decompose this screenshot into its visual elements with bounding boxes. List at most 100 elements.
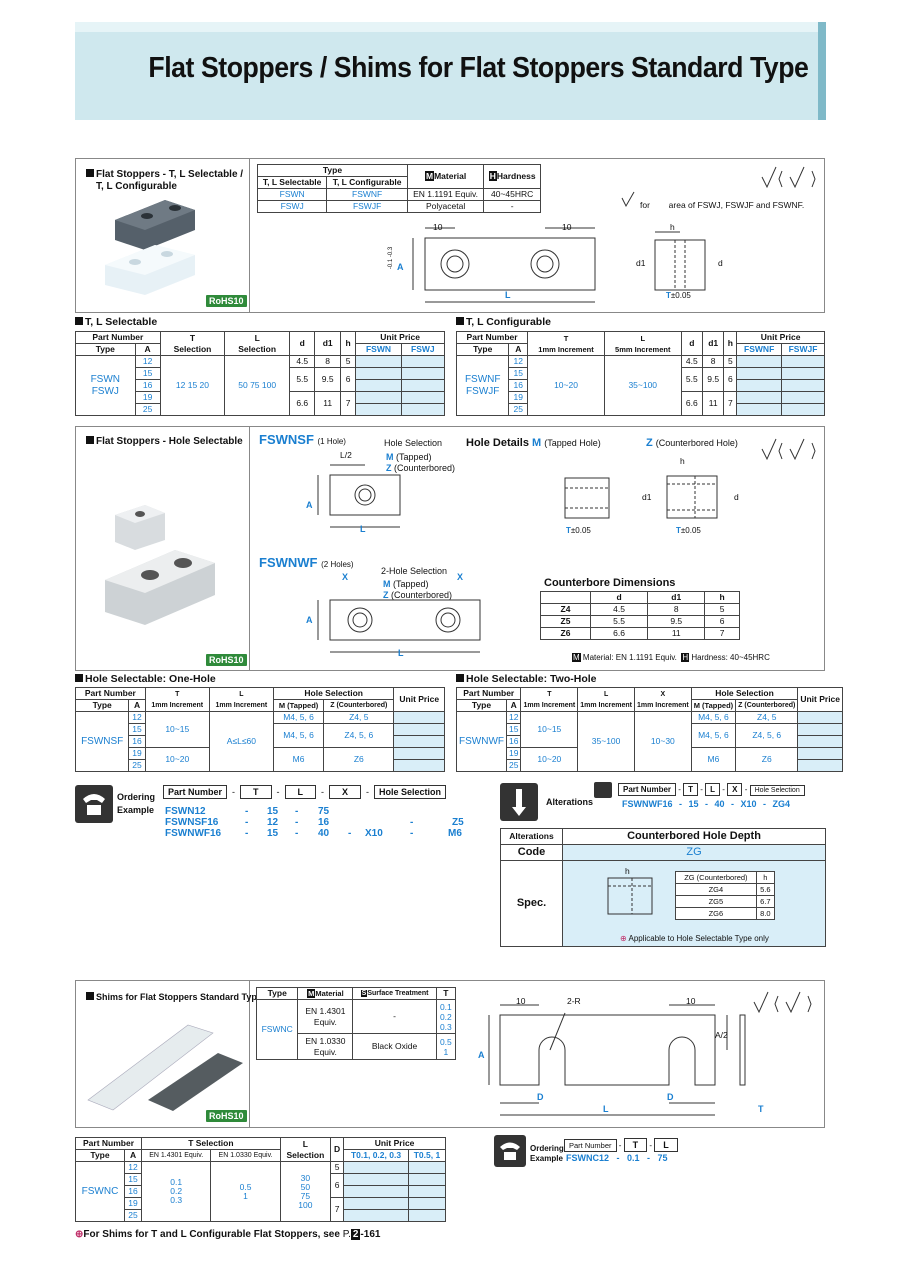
hole-details-z: Z (Counterbored Hole) — [646, 437, 738, 449]
dim-A-fswnwf: A — [306, 615, 313, 625]
ordering-label-2: Example — [117, 805, 155, 815]
dim-A-fswnsf: A — [306, 500, 313, 510]
hole-panel-label: Flat Stoppers - Hole Selectable — [86, 436, 243, 448]
alterations-icon — [500, 783, 538, 821]
shim-dim-L: L — [603, 1104, 609, 1114]
tapped-T: T±0.05 — [566, 526, 591, 535]
zg-note: ⊕ Applicable to Hole Selectable Type onl… — [620, 934, 769, 943]
surface-finish-symbol — [761, 166, 816, 189]
dim-L-fswnsf: L — [360, 524, 366, 534]
dim-10-left: 10 — [433, 222, 443, 232]
ordering-label: Ordering — [117, 792, 156, 802]
hole-selection-label: Hole Selection — [384, 438, 443, 448]
tl-side-drawing — [654, 231, 706, 291]
tl-selectable-title: T, L Selectable — [75, 316, 157, 328]
rohs-badge: RoHS10 — [206, 295, 247, 307]
flat-stopper-photo — [105, 200, 195, 295]
shim-dim-10-right: 10 — [686, 996, 696, 1006]
title-banner-band — [75, 22, 825, 32]
dim-T: T±0.05 — [666, 291, 691, 300]
footnote-icon: ⊕ — [75, 1229, 84, 1240]
shim-dim-A2: A/2 — [715, 1030, 728, 1040]
shim-dim-R: 2-R — [567, 996, 581, 1006]
surface-finish-symbol-3 — [753, 991, 812, 1014]
dim-X-right: X — [457, 572, 464, 582]
tl-front-drawing — [412, 227, 596, 303]
one-hole-title: Hole Selectable: One-Hole — [75, 673, 216, 685]
shim-dim-D2: D — [667, 1092, 674, 1102]
cb-dim-h: h — [680, 456, 685, 466]
tl-panel-label: Flat Stoppers - T, L Selectable / — [86, 169, 243, 181]
z-counter-label: Z (Counterbored) — [386, 463, 456, 473]
footnote: ⊕For Shims for T and L Configurable Flat… — [75, 1229, 381, 1240]
shim-dim-A: A — [478, 1050, 485, 1060]
hole-photo-box — [75, 426, 250, 671]
rohs-badge-3: RoHS10 — [206, 1110, 247, 1122]
dim-A: A — [397, 262, 404, 272]
cb-T: T±0.05 — [676, 526, 701, 535]
cb-dim-d1: d1 — [642, 492, 652, 502]
dim-h: h — [670, 222, 675, 232]
tl-configurable-title: T, L Configurable — [456, 316, 551, 328]
cb-dim-d: d — [734, 492, 739, 502]
shim-photo — [87, 1024, 243, 1111]
page-title: Flat Stoppers / Shims for Flat Stoppers … — [147, 52, 808, 84]
phone-icon — [75, 785, 113, 823]
shim-dim-D1: D — [537, 1092, 544, 1102]
z-counter-label-2: Z (Counterbored) — [383, 590, 453, 600]
ordering-format: Part Number - T - L - X - Hole Selection — [163, 785, 447, 799]
fswnwf-heading: FSWNWF (2 Holes) — [259, 555, 354, 570]
tl-panel-label-2: T, L Configurable — [96, 181, 177, 192]
m-tapped-label: M (Tapped) — [386, 452, 432, 462]
dim-L: L — [505, 290, 511, 300]
shim-drawing — [488, 1004, 746, 1116]
shim-ordering-label: Ordering — [530, 1144, 564, 1153]
two-hole-title: Hole Selectable: Two-Hole — [456, 673, 597, 685]
dim-10-right: 10 — [562, 222, 572, 232]
title-banner — [75, 22, 825, 120]
dim-L-fswnwf: L — [398, 648, 404, 658]
tapped-hole-drawing — [564, 477, 610, 519]
dim-A-tol: -0.1 -0.3 — [388, 246, 395, 270]
ordering-examples: FSWN12-15-75 FSWNSF16-12-16-Z5 FSWNWF16-… — [165, 806, 464, 839]
dim-X-left: X — [342, 572, 349, 582]
fswnwf-drawing — [317, 599, 481, 653]
dim-L2: L/2 — [340, 450, 352, 460]
zg-drawing — [607, 877, 653, 915]
rohs-badge-2: RoHS10 — [206, 654, 247, 666]
shim-ordering-label-2: Example — [530, 1154, 563, 1163]
shim-ordering-example: FSWNC12 - 0.1 - 75 — [566, 1153, 668, 1163]
shim-dim-10-left: 10 — [516, 996, 526, 1006]
shim-ordering-format: Part Number - T - L — [564, 1138, 678, 1152]
note-icon: ⊕ — [620, 934, 627, 943]
counterbore-title: Counterbore Dimensions — [544, 577, 676, 589]
hole-details-heading: Hole Details M (Tapped Hole) — [466, 437, 601, 449]
shim-panel-label: Shims for Flat Stoppers Standard Type — [86, 991, 262, 1003]
phone-icon-small — [594, 782, 612, 798]
title-banner-edge — [818, 22, 826, 120]
finish-note: for area of FSWJ, FSWJF and FSWNF. — [640, 200, 805, 210]
alterations-example: FSWNWF16 - 15 - 40 - X10 - ZG4 — [622, 799, 791, 809]
zg-dim-h: h — [625, 866, 630, 876]
alterations-format: Part Number - T - L - X - Hole Selection — [618, 783, 805, 796]
alterations-label: Alterations — [546, 797, 594, 807]
dim-d1: d1 — [636, 258, 646, 268]
surface-finish-symbol-2 — [761, 438, 816, 461]
finish-icon — [621, 191, 635, 208]
shim-dim-T: T — [758, 1104, 764, 1114]
phone-icon-3 — [494, 1135, 526, 1167]
dim-d: d — [718, 258, 723, 268]
material-hardness-note: M Material: EN 1.1191 Equiv. H Hardness:… — [572, 653, 770, 662]
two-hole-selection-label: 2-Hole Selection — [381, 566, 448, 576]
fswnsf-heading: FSWNSF (1 Hole) — [259, 432, 346, 447]
